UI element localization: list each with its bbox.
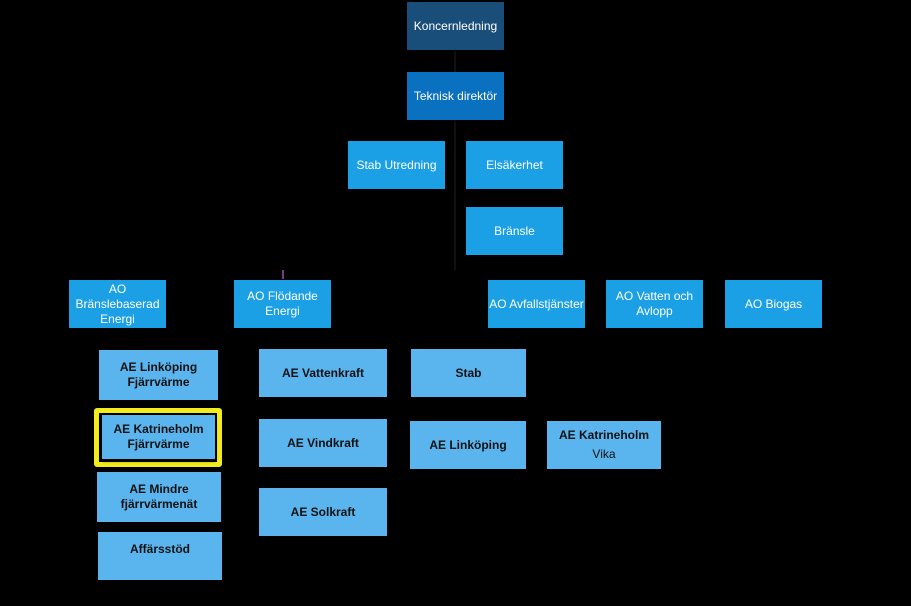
node-ae-katrineholm-vika[interactable]: AE Katrineholm Vika — [547, 421, 661, 469]
node-ao-flodande-energi[interactable]: AO Flödande Energi — [234, 280, 331, 328]
node-ae-mindre-fjarrvarmenat[interactable]: AE Mindre fjärrvärmenät — [97, 472, 221, 522]
node-ao-vatten-och-avlopp[interactable]: AO Vatten och Avlopp — [606, 280, 703, 328]
node-teknisk-direktor[interactable]: Teknisk direktör — [407, 72, 504, 120]
node-label: Elsäkerhet — [486, 157, 543, 172]
node-stab[interactable]: Stab — [411, 349, 526, 397]
node-label-line: AO — [108, 281, 127, 296]
highlight-frame — [94, 408, 222, 467]
node-label-line: AE Mindre — [129, 482, 189, 496]
node-ao-avfallstjanster[interactable]: AO Avfallstjänster — [488, 280, 585, 328]
node-label-line: Avlopp — [636, 304, 673, 318]
node-label: AE Vindkraft — [287, 435, 359, 450]
node-stab-utredning[interactable]: Stab Utredning — [348, 141, 445, 189]
connector-trunk — [454, 50, 456, 270]
node-ae-katrineholm-fjarrvarme[interactable]: AE Katrineholm Fjärrvärme — [102, 415, 215, 459]
node-label: Teknisk direktör — [413, 88, 498, 103]
node-label-line: AO Flödande — [247, 289, 318, 303]
node-label: Affärsstöd — [129, 542, 190, 556]
node-label: Koncernledning — [413, 18, 498, 33]
node-koncernledning[interactable]: Koncernledning — [407, 2, 504, 50]
node-label-line: AE Katrineholm — [113, 422, 204, 436]
node-ae-vattenkraft[interactable]: AE Vattenkraft — [259, 349, 387, 397]
node-label-line: Vika — [592, 447, 616, 461]
node-ae-vindkraft[interactable]: AE Vindkraft — [259, 419, 387, 467]
node-label-line: Bränslebaserad — [75, 296, 160, 311]
node-label-line: Fjärrvärme — [127, 437, 190, 451]
node-affarsstod[interactable]: Affärsstöd — [98, 532, 222, 580]
node-label-line: AO Vatten och — [615, 289, 694, 303]
node-ae-linkoping[interactable]: AE Linköping — [410, 421, 526, 469]
node-label-line: Fjärrvärme — [127, 375, 190, 389]
node-ae-solkraft[interactable]: AE Solkraft — [259, 488, 387, 536]
node-label-line: AE Linköping — [119, 360, 198, 374]
node-label: Stab Utredning — [356, 157, 437, 172]
node-label: Bränsle — [494, 223, 535, 238]
node-label: AE Vattenkraft — [281, 365, 365, 380]
node-label: AO Biogas — [744, 296, 803, 311]
node-ao-biogas[interactable]: AO Biogas — [725, 280, 822, 328]
node-ae-linkoping-fjarrvarme[interactable]: AE Linköping Fjärrvärme — [99, 350, 218, 400]
node-label-line: Energi — [265, 304, 300, 318]
node-ao-branslebaserad-energi[interactable]: AO Bränslebaserad Energi — [69, 280, 166, 328]
node-elsakerhet[interactable]: Elsäkerhet — [466, 141, 563, 189]
node-label-line: fjärrvärmenät — [120, 497, 198, 511]
node-label: Stab — [455, 365, 482, 380]
node-label-line: AE Katrineholm — [558, 428, 649, 442]
node-label-line: Energi — [100, 311, 135, 326]
connector-tick — [282, 270, 284, 279]
node-bransle[interactable]: Bränsle — [466, 207, 563, 255]
node-label: AE Solkraft — [290, 504, 356, 519]
node-label: AE Linköping — [429, 437, 507, 452]
node-label: AO Avfallstjänster — [489, 296, 584, 311]
